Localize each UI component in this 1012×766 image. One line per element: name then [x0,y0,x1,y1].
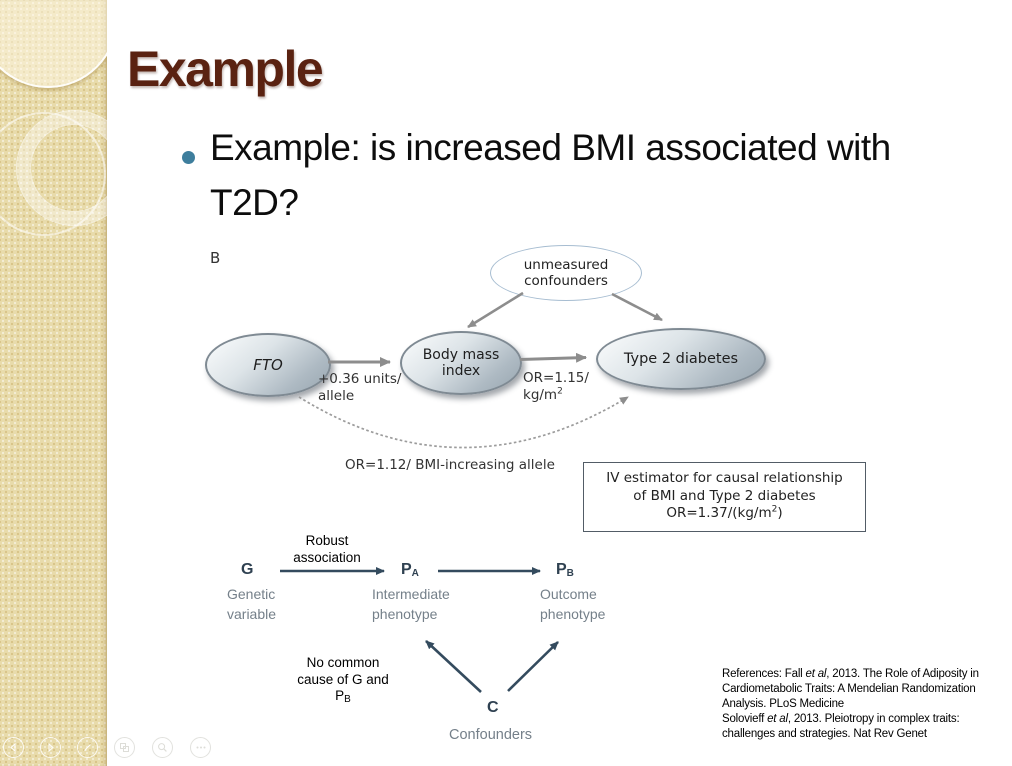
slide-navigator-button[interactable] [114,737,135,758]
zoom-button[interactable] [152,737,173,758]
next-icon [48,742,54,753]
bullet-marker [182,151,195,164]
node-pa: PA [401,561,419,579]
caption-outcome-phenotype: Outcome phenotype [540,586,606,622]
bullet-line-1: Example: is increased BMI associated wit… [210,127,891,168]
pen-tool-button[interactable] [77,737,98,758]
more-options-button[interactable] [190,737,211,758]
sidebar-circle-top [0,0,107,88]
node-c: C [487,699,499,716]
iv-box-line-2: of BMI and Type 2 diabetes [633,487,816,504]
reference-line-4: Solovieff et al, 2013. Pleiotropy in com… [722,713,960,725]
figure-panel-label: B [210,249,221,267]
arrow-confounders-to-t2d [611,292,663,322]
bullet-text: Example: is increased BMI associated wit… [210,120,1010,230]
node-pb: PB [556,561,574,579]
node-unmeasured-confounders: unmeasured confounders [490,245,642,301]
edge-label-fto-bmi: +0.36 units/ allele [318,371,402,404]
confounders-line-2: confounders [524,273,608,289]
caption-confounders: Confounders [449,727,533,743]
iv-estimator-box: IV estimator for causal relationship of … [583,462,866,532]
arrow-bmi-to-t2d [519,352,587,363]
reference-line-2: Cardiometabolic Traits: A Mendelian Rand… [722,683,976,695]
dashed-arrow-fto-to-t2d [298,396,629,449]
arrow-confounders-to-bmi [467,291,524,329]
node-body-mass-index: Body mass index [400,331,522,395]
iv-box-line-3: OR=1.37/(kg/m2) [666,504,783,521]
arrow-c-to-pb [507,641,559,692]
reference-line-5: challenges and strategies. Nat Rev Genet [722,728,927,740]
references-block: References: Fall et al, 2013. The Role o… [722,667,1012,742]
magnifier-icon [158,743,167,752]
edge-label-bmi-t2d: OR=1.15/ kg/m2 [523,370,589,403]
bmi-line-2: index [441,363,481,379]
bullet-line-2: T2D? [210,182,299,223]
arrow-c-to-pa [425,640,482,693]
no-common-cause-label: No common cause of G and PB [297,655,389,705]
previous-slide-button[interactable] [3,737,24,758]
previous-icon [10,742,16,753]
slide-title: Example [127,41,324,97]
slides-icon [120,743,129,752]
bmi-line-1: Body mass [422,347,500,363]
confounders-line-1: unmeasured [523,256,609,273]
iv-box-line-1: IV estimator for causal relationship [606,470,843,486]
ellipsis-icon [196,746,205,749]
superscript-2: 2 [771,504,778,515]
caption-intermediate-phenotype: Intermediate phenotype [372,586,450,622]
caption-genetic-variable: Genetic variable [227,586,277,622]
sidebar-decoration [0,0,107,766]
pen-icon [84,744,91,751]
robust-association-label: Robust association [293,533,361,565]
node-type-2-diabetes: Type 2 diabetes [596,328,766,390]
reference-line-1: References: Fall et al, 2013. The Role o… [722,668,979,680]
superscript-2: 2 [557,386,563,396]
node-fto: FTO [205,333,331,397]
reference-line-3: Analysis. PLoS Medicine [722,698,844,710]
edge-label-fto-t2d: OR=1.12/ BMI-increasing allele [345,457,555,473]
next-slide-button[interactable] [40,737,61,758]
node-g: G [241,561,254,578]
